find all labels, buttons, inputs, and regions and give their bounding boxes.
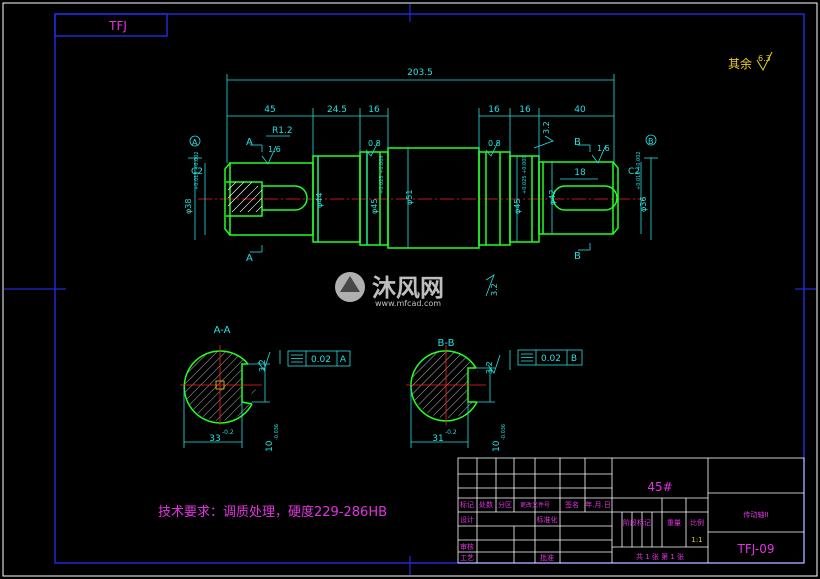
tb-drawing-no: TFJ-09 xyxy=(737,542,775,556)
section-marks: A A B B A B xyxy=(192,137,654,264)
section-bb-width: 10 xyxy=(492,440,502,452)
section-aa-depth: 33 xyxy=(209,434,220,444)
tb-sheets: 共 1 张 第 1 张 xyxy=(636,552,684,561)
tb-header-2: 分区 xyxy=(498,500,512,509)
dim-24-5: 24.5 xyxy=(327,105,347,115)
surface-finish-label: 其余 xyxy=(728,56,752,71)
dim-16b: 16 xyxy=(488,105,500,115)
section-aa: A-A 33 -0.2 10 -0.036 3.2 xyxy=(180,325,351,452)
technical-requirements: 技术要求：调质处理，硬度229-286HB xyxy=(158,504,387,520)
section-aa-width-tol: -0.036 xyxy=(274,424,280,440)
tb-row-standard: 标准化 xyxy=(537,515,558,524)
tb-header-0: 标记 xyxy=(460,500,474,509)
tb-header-1: 处数 xyxy=(479,500,493,509)
section-aa-tol-value: 0.02 xyxy=(311,355,331,365)
symmetry-icon xyxy=(291,354,303,363)
tb-scale: 1:1 xyxy=(691,536,702,544)
rough-0-8-left: 0.8 xyxy=(368,139,381,148)
dim-phi51: φ51 xyxy=(405,190,414,205)
section-bb-tol-value: 0.02 xyxy=(541,354,561,364)
dim-phi38-tol: +0.018 +0.002 xyxy=(194,151,200,190)
tb-col-stage: 阶段标记 xyxy=(623,518,651,527)
dim-phi45-left-tol: +0.025 +0.009 xyxy=(379,155,385,194)
section-mark-a-bottom: A xyxy=(246,253,253,264)
dim-18: 18 xyxy=(574,168,586,178)
tb-col-scale: 比例 xyxy=(690,518,704,527)
dim-45: 45 xyxy=(264,105,275,115)
section-aa-title: A-A xyxy=(214,325,231,336)
dim-r1-2: R1.2 xyxy=(272,126,293,136)
section-bb-title: B-B xyxy=(438,338,455,349)
dim-16c: 16 xyxy=(519,105,531,115)
title-block-grid xyxy=(457,457,805,564)
tb-col-weight: 重量 xyxy=(667,519,681,527)
dim-c2-left: C2 xyxy=(191,167,203,177)
dim-phi44: φ44 xyxy=(315,193,324,208)
dim-16a: 16 xyxy=(368,105,380,115)
watermark-url: www.mfcad.com xyxy=(375,299,441,308)
dimension-lines xyxy=(188,74,658,297)
surface-finish-value: 6.3 xyxy=(758,54,771,63)
watermark-brand: 沐风网 xyxy=(372,274,444,302)
dim-overall: 203.5 xyxy=(407,68,433,78)
section-aa-width: 10 xyxy=(265,440,275,452)
rough-1-6-right: 1.6 xyxy=(597,144,610,153)
watermark: 沐风网 www.mfcad.com xyxy=(335,272,444,308)
section-bb-tol-datum: B xyxy=(571,354,577,364)
tb-row-design: 设计 xyxy=(460,515,474,524)
datum-a: A xyxy=(192,138,198,147)
tb-part-name: 传动轴II xyxy=(743,510,768,519)
tb-header-3: 更改文件号 xyxy=(520,501,550,509)
roughness-icon xyxy=(756,51,773,72)
section-bb-depth-tol: -0.2 xyxy=(445,429,457,436)
section-bb: B-B 31 -0.2 10 -0.036 3.2 0.02 B xyxy=(406,338,583,452)
dim-c2-right: C2 xyxy=(628,167,640,177)
rough-0-8-right: 0.8 xyxy=(488,139,501,148)
section-aa-depth-tol: -0.2 xyxy=(222,429,234,436)
dim-phi36: φ36 xyxy=(639,197,648,212)
tb-row-approve: 批准 xyxy=(540,553,554,562)
section-bb-depth: 31 xyxy=(432,434,443,444)
dimension-texts: 203.5 45 24.5 16 16 16 40 18 R1.2 C2 C2 … xyxy=(184,68,648,296)
tb-header-4: 签名 xyxy=(565,500,579,509)
rough-3-2-top: 3.2 xyxy=(542,121,551,134)
title-block-text: 标记 处数 分区 更改文件号 签名 年.月.日 设计 标准化 审核 工艺 批准 … xyxy=(460,500,769,562)
rough-1-6-left: 1.6 xyxy=(268,145,281,154)
dim-phi45-left: φ45 xyxy=(370,199,379,214)
dim-40: 40 xyxy=(574,105,586,115)
partial-section-hatch xyxy=(227,181,263,213)
rough-3-2-bottom: 3.2 xyxy=(490,283,499,296)
title-tag: TFJ xyxy=(108,19,127,33)
symmetry-icon xyxy=(521,353,533,362)
tb-row-review: 审核 xyxy=(460,542,474,551)
datum-b: B xyxy=(648,137,654,146)
dim-phi42: φ42 xyxy=(548,190,557,205)
dim-phi36-tol: +0.018 +0.002 xyxy=(636,151,642,190)
tb-row-process: 工艺 xyxy=(460,554,474,562)
tb-header-5: 年.月.日 xyxy=(585,500,610,509)
section-bb-rough: 3.2 xyxy=(485,361,494,374)
section-bb-tolerance-frame xyxy=(517,349,583,366)
dim-phi45-right: φ45 xyxy=(513,199,522,214)
section-mark-b-bottom: B xyxy=(574,251,581,262)
dim-phi38: φ38 xyxy=(184,199,193,214)
section-bb-width-tol: -0.036 xyxy=(501,424,507,440)
section-aa-tolerance-frame xyxy=(287,350,351,367)
shaft-body xyxy=(224,147,619,249)
section-aa-tol-datum: A xyxy=(340,355,347,365)
section-mark-b-top: B xyxy=(574,137,581,148)
centering-marks xyxy=(4,4,816,575)
dim-phi45-right-tol: +0.025 +0.009 xyxy=(522,155,528,194)
section-aa-rough: 3.2 xyxy=(258,359,267,372)
title-tag-box xyxy=(54,13,168,37)
tb-material: 45# xyxy=(647,480,672,494)
section-mark-a-top: A xyxy=(246,137,253,148)
